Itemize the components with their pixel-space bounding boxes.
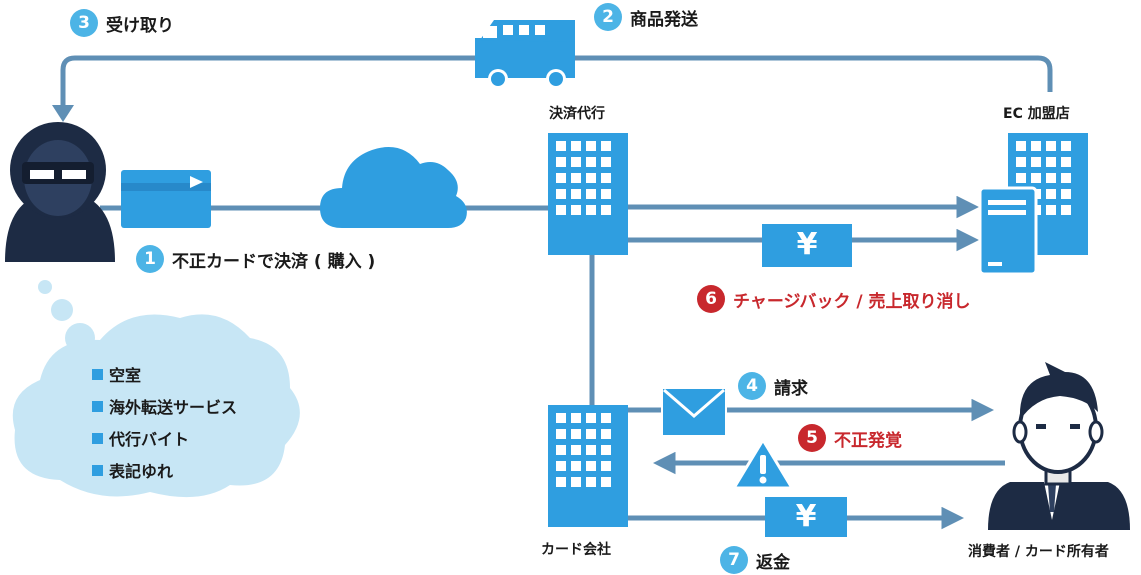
ec-merchant-label: EC 加盟店: [1003, 106, 1070, 122]
step-6-text: チャージバック / 売上取り消し: [733, 291, 971, 312]
step-7-badge: 7: [720, 546, 748, 574]
bubble-item: 空室: [92, 358, 237, 390]
mail-envelope-icon: [661, 387, 727, 437]
step-1-text: 不正カードで決済 ( 購入 ): [172, 251, 376, 272]
square-bullet-icon: [92, 400, 103, 412]
credit-card-icon: [121, 170, 211, 228]
bubble-item-text: 代行バイト: [109, 430, 190, 449]
step-5-text: 不正発覚: [834, 430, 902, 451]
step-1: 1 不正カードで決済 ( 購入 ): [136, 245, 375, 273]
warning-triangle-icon: [732, 438, 794, 490]
step-4-text: 請求: [774, 378, 808, 399]
bubble-item-text: 表記ゆれ: [109, 462, 174, 481]
card-company-building-icon: [548, 405, 628, 527]
step-2: 2 商品発送: [594, 3, 698, 31]
settlement-agent-label: 決済代行: [549, 106, 605, 122]
hooded-hacker-icon: [5, 122, 115, 262]
step-4-badge: 4: [738, 372, 766, 400]
thought-bubble-list: 空室 海外転送サービス 代行バイト 表記ゆれ: [92, 358, 237, 486]
bubble-item-text: 海外転送サービス: [109, 398, 238, 417]
step-6: 6 チャージバック / 売上取り消し: [697, 285, 971, 313]
square-bullet-icon: [92, 464, 103, 476]
step-2-badge: 2: [594, 3, 622, 31]
step-4: 4 請求: [738, 372, 808, 400]
step-7-text: 返金: [756, 552, 790, 573]
bubble-item: 表記ゆれ: [92, 454, 237, 486]
yen-box-refund: [765, 497, 847, 537]
step-5-badge: 5: [798, 424, 826, 452]
square-bullet-icon: [92, 368, 103, 380]
delivery-truck-icon: [475, 20, 575, 89]
cloud-icon: [320, 147, 467, 228]
step-6-badge: 6: [697, 285, 725, 313]
delivery-arrowhead: [52, 105, 74, 122]
consumer-label: 消費者 / カード所有者: [968, 544, 1109, 560]
step-7: 7 返金: [720, 546, 790, 574]
bubble-item: 代行バイト: [92, 422, 237, 454]
thought-bubble: [12, 280, 300, 498]
square-bullet-icon: [92, 432, 103, 444]
step-2-text: 商品発送: [630, 9, 698, 30]
step-1-badge: 1: [136, 245, 164, 273]
businessman-icon: [988, 362, 1130, 530]
yen-symbol-merchant: ¥: [796, 227, 818, 262]
bubble-item-text: 空室: [109, 366, 142, 385]
yen-box-merchant: [762, 224, 852, 267]
yen-symbol-refund: ¥: [795, 499, 817, 534]
bubble-item: 海外転送サービス: [92, 390, 237, 422]
step-3-badge: 3: [70, 9, 98, 37]
step-5: 5 不正発覚: [798, 424, 902, 452]
step-3: 3 受け取り: [70, 9, 174, 37]
card-company-label: カード会社: [541, 542, 611, 558]
settlement-building-icon: [548, 133, 628, 255]
step-3-text: 受け取り: [106, 15, 174, 36]
server-icon: [978, 186, 1038, 276]
